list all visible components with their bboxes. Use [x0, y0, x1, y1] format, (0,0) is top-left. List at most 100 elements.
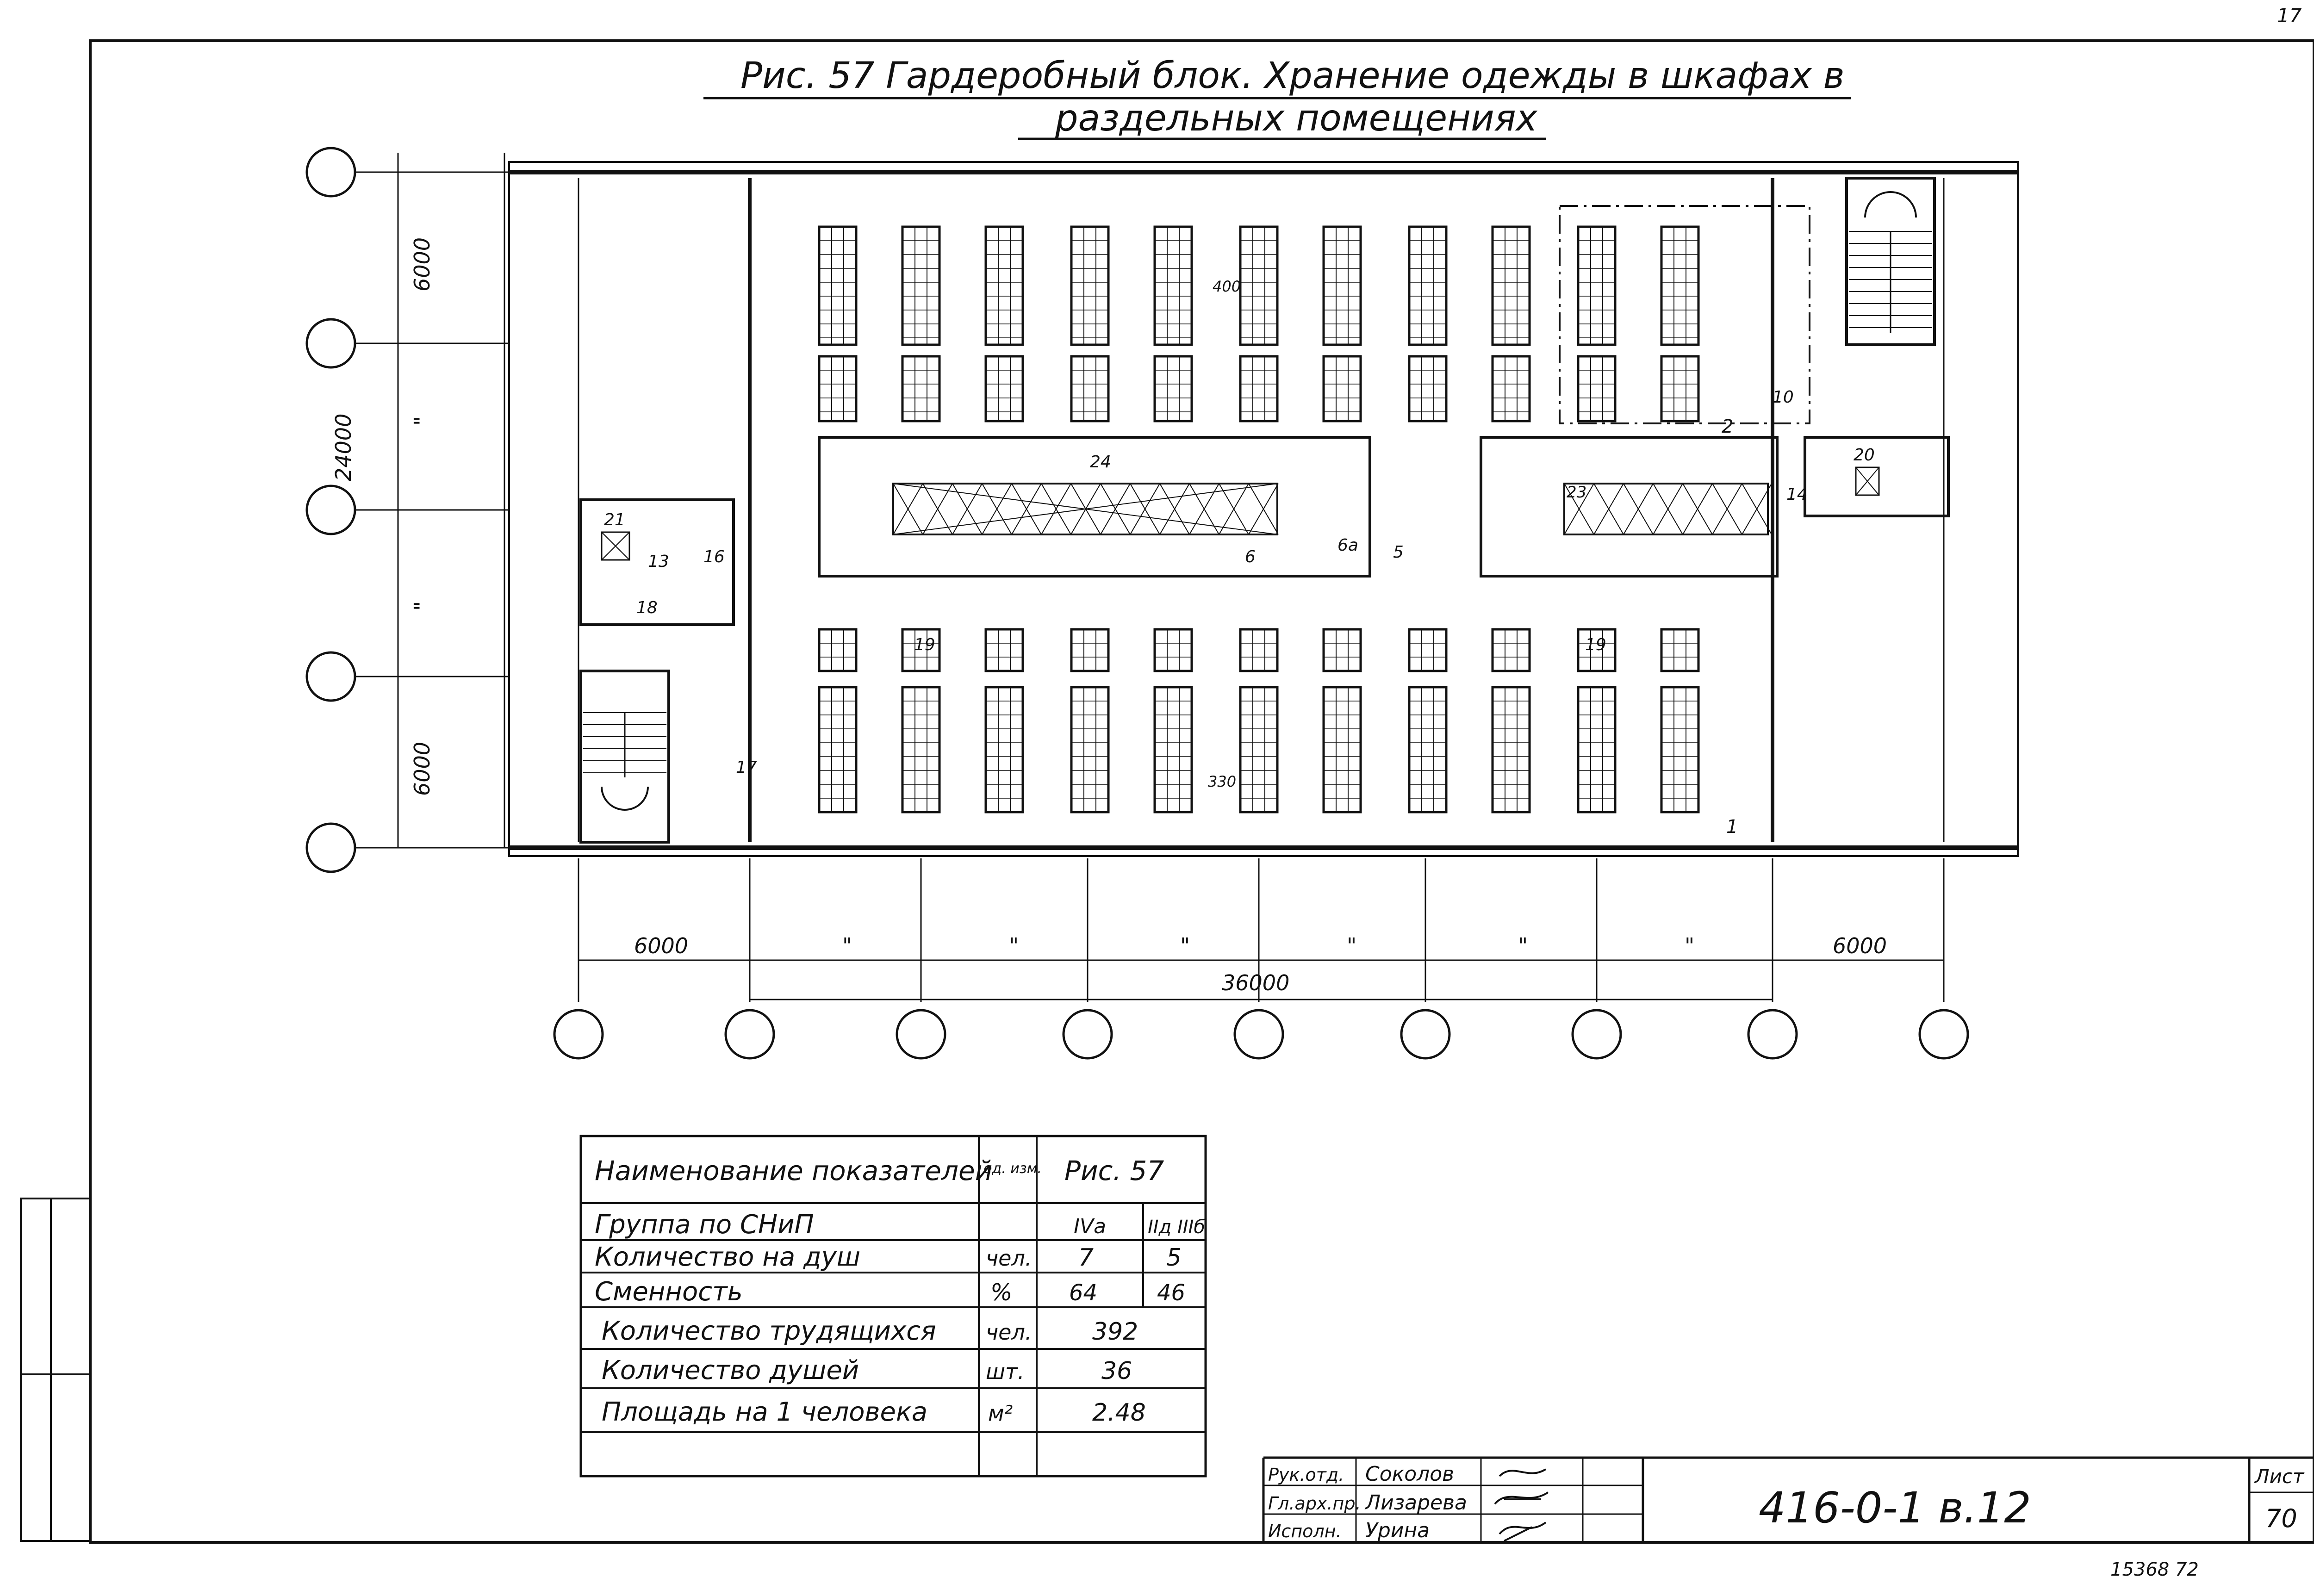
table-row-name: Площадь на 1 человека [602, 1397, 927, 1427]
table-row-name: Количество душей [602, 1355, 859, 1385]
staircase-top-right [1845, 177, 1936, 346]
table-row-name: Сменность [595, 1277, 743, 1307]
stamp-role: Рук.отд. [1268, 1465, 1344, 1485]
locker-cabinet [901, 355, 941, 422]
locker-cabinet [818, 225, 858, 346]
locker-cabinet [1322, 355, 1362, 422]
rooms-right [1804, 436, 1950, 517]
corner-number: 17 [2277, 4, 2302, 27]
table-row-name: Количество трудящихся [602, 1316, 936, 1346]
title-line-1: Рис. 57 Гардеробный блок. Хранение одежд… [740, 55, 1845, 97]
locker-cabinet [1660, 686, 1700, 814]
table-row-unit: м² [988, 1401, 1013, 1426]
title-line-2: раздельных помещениях [1055, 98, 1538, 139]
room-label: 2 [1722, 416, 1733, 437]
axis-bubble [1062, 1009, 1113, 1060]
locker-cabinet [1577, 355, 1617, 422]
stamp-role: Исполн. [1268, 1521, 1342, 1541]
table-row-v2: 5 [1166, 1244, 1182, 1272]
table-row-unit: % [990, 1279, 1013, 1306]
dim-left-ditto-1: " [410, 416, 435, 426]
locker-cabinet [984, 355, 1024, 422]
table-row-v1: 392 [1092, 1318, 1138, 1346]
room-label: 18 [636, 598, 658, 617]
drawing-code: 416-0-1 в.12 [1759, 1483, 2031, 1533]
dim-400: 400 [1213, 278, 1241, 295]
archive-number: 15368 72 [2110, 1559, 2199, 1580]
room-label: 19 [914, 635, 935, 654]
room-label: 13 [648, 552, 669, 571]
stamp-name: Урина [1365, 1519, 1430, 1542]
locker-cabinet [1070, 628, 1110, 672]
left-dimension-chain [397, 153, 505, 847]
axis-bubble [305, 822, 356, 873]
axis-bubble [305, 318, 356, 369]
table-row-unit: шт. [986, 1359, 1025, 1384]
axis-bubble [305, 484, 356, 535]
dim-bottom-ditto: " [842, 933, 852, 958]
table-row-unit: чел. [986, 1246, 1032, 1271]
grid-axes-horizontal [354, 171, 509, 849]
room-label: 10 [1773, 388, 1794, 407]
room-label: 6а [1337, 536, 1358, 555]
table-row-unit: чел. [986, 1320, 1032, 1345]
dim-left-bottom: 6000 [410, 742, 435, 796]
axis-bubble [553, 1009, 604, 1060]
locker-cabinet [1491, 225, 1531, 346]
staircase-bottom-left [579, 670, 670, 844]
dim-bottom-ditto: " [1685, 933, 1694, 958]
room-label: 5 [1393, 543, 1404, 562]
locker-cabinet [1153, 225, 1193, 346]
table-row-v2: IIд IIIб [1148, 1217, 1205, 1238]
dim-bottom-total: 36000 [1222, 970, 1289, 995]
locker-cabinet [1322, 686, 1362, 814]
dim-bottom-ditto: " [1009, 933, 1019, 958]
locker-cabinet [1491, 686, 1531, 814]
indicator-table [579, 1135, 1207, 1478]
table-header-name: Наименование показателей [595, 1155, 992, 1186]
locker-cabinet [1153, 355, 1193, 422]
dim-left-total: 24000 [331, 414, 356, 481]
room-label: 17 [736, 758, 757, 777]
sheet-frame [89, 39, 2314, 1544]
table-row-v1: 2.48 [1092, 1399, 1146, 1427]
locker-cabinet [1153, 686, 1193, 814]
dim-left-ditto-2: " [410, 601, 435, 611]
axis-bubbles [305, 147, 1969, 1060]
locker-cabinet [1239, 355, 1279, 422]
axis-bubble [1571, 1009, 1622, 1060]
axis-bubble [724, 1009, 775, 1060]
locker-cabinets [818, 225, 1700, 814]
locker-cabinet [1239, 225, 1279, 346]
locker-cabinet [1491, 355, 1531, 422]
room-label: 20 [1854, 446, 1875, 465]
locker-cabinet [1322, 628, 1362, 672]
table-row-v1: 7 [1078, 1244, 1094, 1272]
room-label: 1 [1726, 816, 1738, 838]
locker-cabinet [1070, 355, 1110, 422]
dim-330: 330 [1208, 773, 1236, 790]
locker-cabinet [1070, 225, 1110, 346]
bottom-dimension-chain [578, 959, 1944, 1000]
locker-cabinet [1577, 686, 1617, 814]
table-header-value: Рис. 57 [1064, 1155, 1164, 1186]
axis-bubble [305, 147, 356, 198]
stamp-name: Лизарева [1364, 1491, 1467, 1515]
locker-cabinet [1322, 225, 1362, 346]
locker-cabinet [818, 628, 858, 672]
building-walls [508, 161, 2019, 857]
room-label: 19 [1585, 635, 1606, 654]
locker-cabinet [1408, 355, 1448, 422]
locker-cabinet [1408, 225, 1448, 346]
dim-bottom-ditto: " [1180, 933, 1190, 958]
locker-cabinet [1070, 686, 1110, 814]
dim-bottom-ditto: " [1347, 933, 1356, 958]
table-header-unit: ед. изм. [983, 1161, 1042, 1177]
table-row-v1: 64 [1069, 1280, 1097, 1306]
locker-cabinet [1239, 628, 1279, 672]
locker-cabinet [1408, 686, 1448, 814]
axis-bubble [1233, 1009, 1284, 1060]
stamp-role: Гл.арх.пр. [1268, 1493, 1361, 1514]
sheet-number: 70 [2265, 1504, 2297, 1533]
